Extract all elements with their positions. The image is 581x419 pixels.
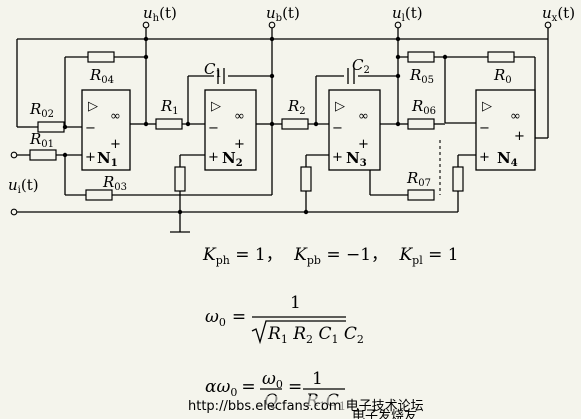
label-n4: N4 (497, 149, 518, 169)
resistor-r05 (407, 51, 435, 63)
svg-text:+: + (110, 137, 121, 152)
terminal-input-lower (10, 208, 18, 216)
opamp-n3 (328, 89, 381, 171)
opamp-marks-n3: ▷ ∞ − + + N3 (332, 99, 369, 169)
svg-text:▷: ▷ (482, 99, 492, 114)
svg-text:+: + (479, 150, 490, 165)
resistor-r01 (29, 149, 57, 161)
resistor-ground-n4 (452, 166, 464, 192)
terminal-uh (142, 21, 150, 29)
terminal-ub (268, 21, 276, 29)
label-r0: R0 (493, 66, 512, 86)
junction-dots (62, 36, 448, 215)
svg-text:αω0=: αω0= (205, 377, 256, 399)
label-r01: R01 (29, 130, 54, 150)
terminal-ux (544, 21, 552, 29)
label-uh: uh(t) (143, 4, 177, 24)
label-r04: R04 (89, 66, 114, 86)
label-ub: ub(t) (266, 4, 300, 24)
svg-text:∞: ∞ (110, 109, 121, 124)
svg-text:−: − (85, 121, 96, 136)
svg-text:=: = (288, 377, 302, 397)
svg-text:ω0: ω0 (262, 369, 283, 391)
svg-text:+: + (358, 137, 369, 152)
svg-text:−: − (479, 121, 490, 136)
resistor-r02 (37, 121, 65, 133)
opamp-marks-n1: ▷ ∞ − + + N1 (85, 99, 121, 169)
resistor-ground-n2 (174, 166, 186, 192)
svg-text:+: + (234, 137, 245, 152)
label-ul: ul(t) (392, 4, 423, 24)
svg-text:1: 1 (312, 369, 323, 389)
opamp-n4 (475, 89, 536, 171)
label-input: ui(t) (8, 176, 39, 196)
label-r06: R06 (411, 97, 436, 117)
svg-text:∞: ∞ (510, 109, 521, 124)
label-r07: R07 (406, 169, 431, 189)
resistor-r2 (281, 118, 309, 130)
opamp-marks-n4: ▷ ∞ − + + N4 (479, 99, 525, 169)
formula-omega0: ω0= 1 R1 R2 C1 C2 (205, 293, 364, 348)
svg-text:+: + (208, 150, 219, 165)
svg-text:∞: ∞ (358, 109, 369, 124)
label-c2: C2 (352, 56, 370, 76)
omega0-numerator: 1 (290, 293, 301, 313)
svg-text:▷: ▷ (88, 99, 98, 114)
svg-text:▷: ▷ (211, 99, 221, 114)
stage-n1 (14, 123, 273, 196)
watermark: http://bbs.elecfans.com 电子技术论坛 (188, 399, 424, 414)
svg-text:+: + (514, 129, 525, 144)
opamp-n2 (204, 89, 257, 171)
svg-text:▷: ▷ (335, 99, 345, 114)
svg-text:ω0=: ω0= (205, 307, 246, 329)
svg-text:−: − (208, 121, 219, 136)
capacitor-c1 (214, 68, 228, 84)
label-r05: R05 (409, 66, 434, 86)
resistor-r06 (407, 118, 435, 130)
resistor-r03 (85, 189, 113, 201)
terminal-ul (394, 21, 402, 29)
label-c1: C1 (204, 60, 222, 80)
label-r02: R02 (29, 100, 54, 120)
terminal-input-upper (10, 151, 18, 159)
label-r2: R2 (287, 97, 306, 117)
resistor-ground-n3 (300, 166, 312, 192)
label-n2: N2 (222, 149, 243, 169)
svg-text:∞: ∞ (234, 109, 245, 124)
watermark-tail: 电子发烧友 (352, 408, 417, 419)
resistor-r1 (155, 118, 183, 130)
svg-text:+: + (332, 150, 343, 165)
resistor-r07 (407, 189, 435, 201)
opamp-marks-n2: ▷ ∞ − + + N2 (208, 99, 245, 169)
label-r1: R1 (160, 97, 179, 117)
omega0-denominator: R1 R2 C1 C2 (267, 324, 364, 348)
resistor-r0 (487, 51, 515, 63)
svg-text:Kph = 1， Kpb = −1，: Kph = 1， Kpb = −1， Kpl = 1 (202, 245, 459, 267)
svg-text:−: − (332, 121, 343, 136)
opamp-n1 (81, 89, 131, 171)
resistor-r04 (87, 51, 115, 63)
label-r03: R03 (102, 173, 127, 193)
capacitor-c2 (344, 68, 358, 84)
label-n3: N3 (346, 149, 367, 169)
svg-text:+: + (85, 150, 96, 165)
stage-n3 (305, 75, 408, 212)
label-ux: ux(t) (542, 4, 575, 24)
formula-gains: Kph = 1， Kpb = −1， Kpl = 1 (202, 245, 459, 267)
label-n1: N1 (97, 149, 118, 169)
